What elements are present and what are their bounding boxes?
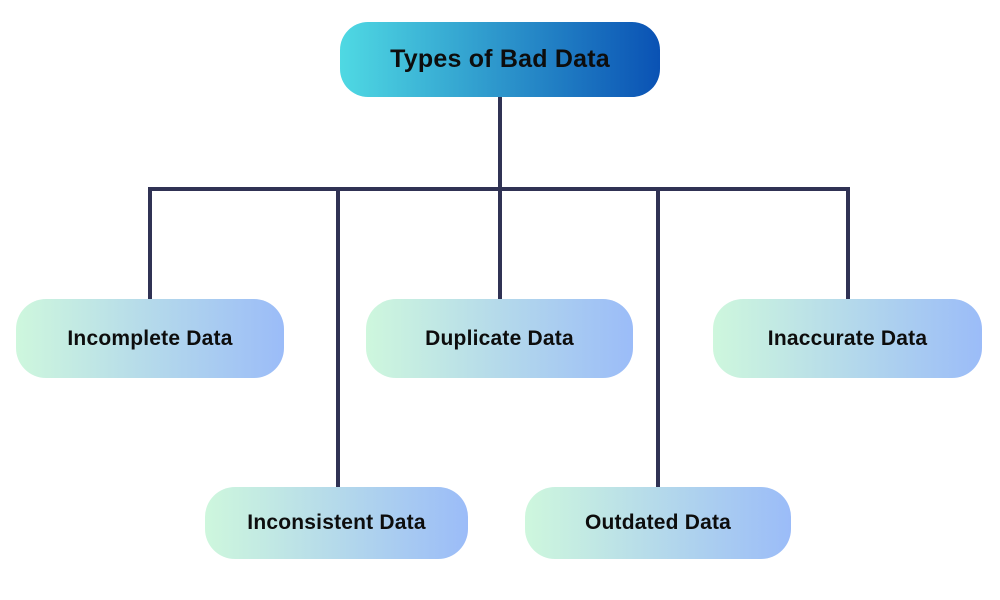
- connector-to-duplicate: [498, 189, 502, 300]
- node-label: Inconsistent Data: [247, 511, 426, 534]
- node-label: Outdated Data: [584, 511, 732, 534]
- connector-root-stem: [498, 95, 502, 191]
- node-incomplete-data: Incomplete Data: [16, 299, 284, 378]
- node-label: Inaccurate Data: [767, 326, 928, 350]
- node-duplicate-data: Duplicate Data: [366, 299, 633, 378]
- node-outdated-data: Outdated Data: [525, 487, 791, 559]
- node-inconsistent-data: Inconsistent Data: [205, 487, 468, 559]
- connector-to-outdated: [656, 189, 660, 488]
- connector-to-incomplete: [148, 189, 152, 300]
- node-label: Duplicate Data: [425, 326, 574, 350]
- node-label: Incomplete Data: [67, 326, 233, 350]
- root-node-types-of-bad-data: Types of Bad Data: [340, 22, 660, 97]
- root-node-label: Types of Bad Data: [390, 45, 610, 73]
- connector-to-inaccurate: [846, 189, 850, 300]
- node-inaccurate-data: Inaccurate Data: [713, 299, 982, 378]
- connector-to-inconsistent: [336, 189, 340, 488]
